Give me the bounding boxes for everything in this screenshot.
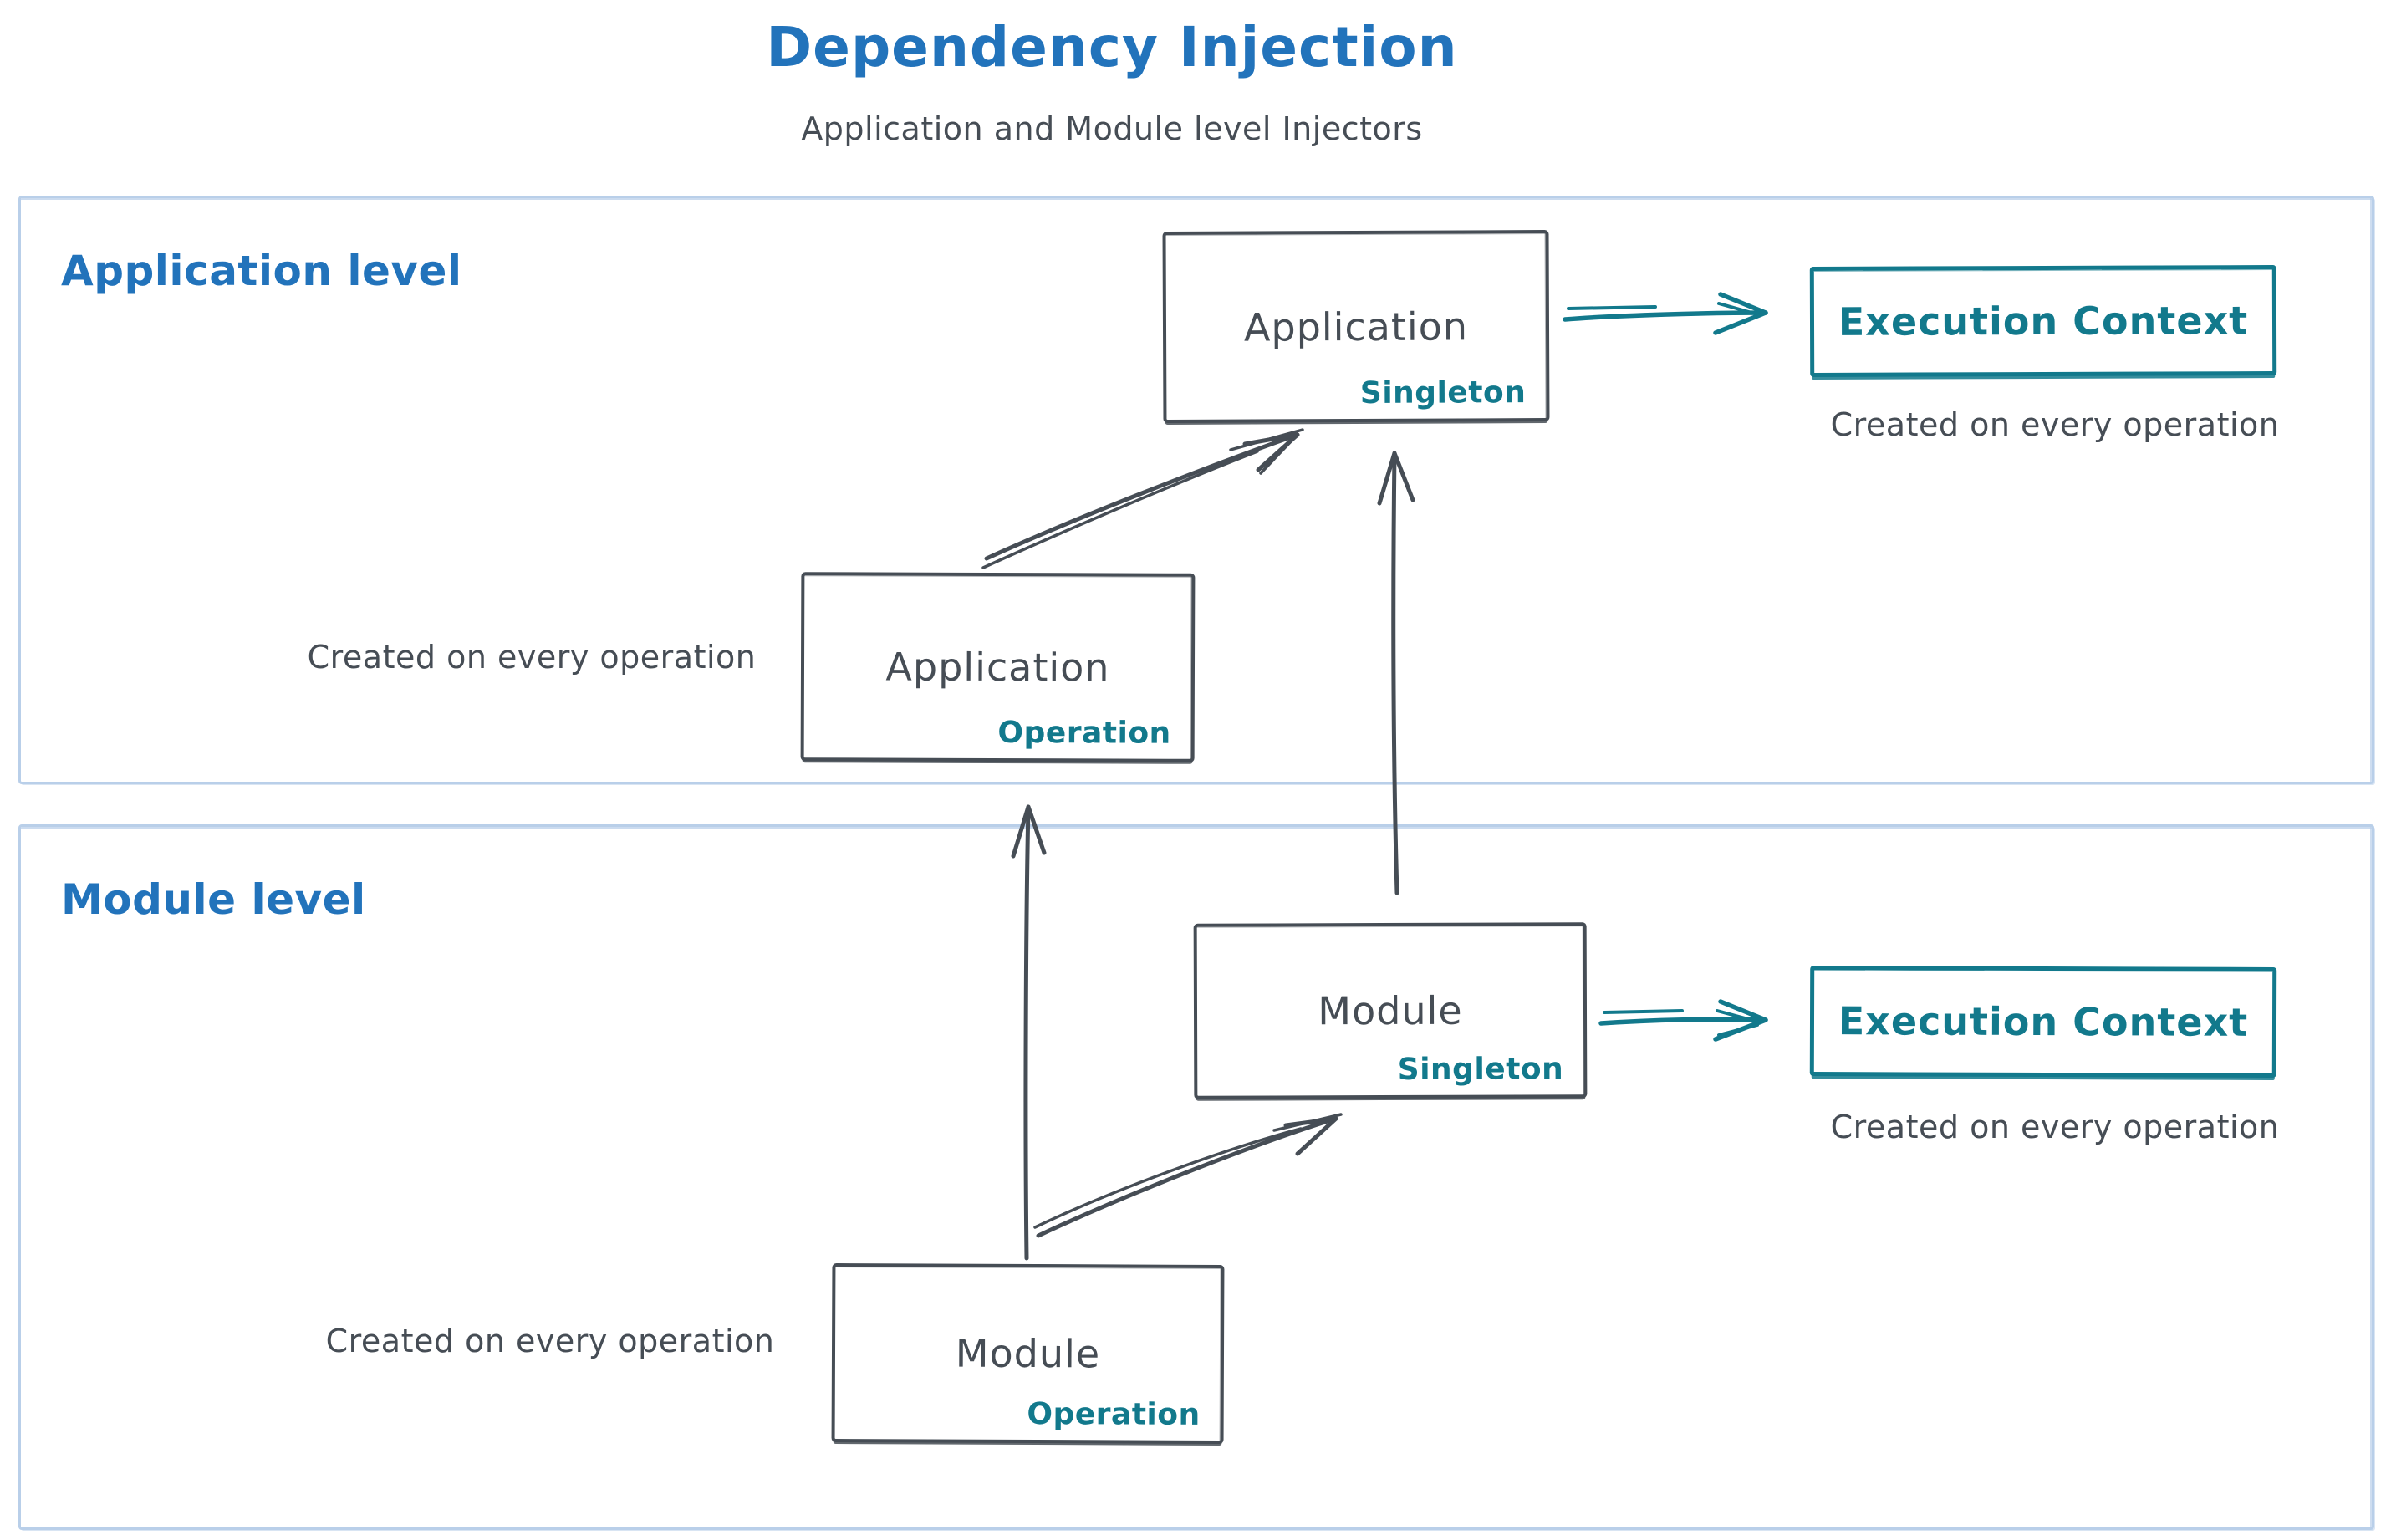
application-singleton-node: Application Singleton bbox=[1162, 229, 1550, 424]
module-level-frame: Module level bbox=[18, 824, 2374, 1530]
module-level-label: Module level bbox=[61, 875, 366, 924]
application-singleton-badge: Singleton bbox=[1359, 375, 1527, 410]
module-execution-context-label: Execution Context bbox=[1838, 998, 2249, 1045]
application-level-frame: Application level bbox=[18, 196, 2374, 784]
application-level-label: Application level bbox=[61, 247, 462, 295]
module-singleton-badge: Singleton bbox=[1397, 1052, 1564, 1087]
module-execution-context-caption: Created on every operation bbox=[1830, 1109, 2280, 1145]
diagram-subtitle: Application and Module level Injectors bbox=[801, 110, 1423, 147]
module-operation-badge: Operation bbox=[1027, 1396, 1201, 1432]
module-singleton-title: Module bbox=[1318, 987, 1463, 1034]
application-singleton-title: Application bbox=[1243, 303, 1469, 350]
application-execution-context-node: Execution Context bbox=[1809, 265, 2277, 377]
application-execution-context-label: Execution Context bbox=[1838, 298, 2249, 344]
application-operation-badge: Operation bbox=[997, 716, 1171, 751]
application-operation-caption: Created on every operation bbox=[307, 639, 757, 676]
application-operation-node: Application Operation bbox=[800, 572, 1196, 762]
module-singleton-node: Module Singleton bbox=[1193, 922, 1588, 1099]
module-execution-context-node: Execution Context bbox=[1809, 966, 2277, 1078]
module-operation-title: Module bbox=[955, 1330, 1101, 1377]
module-operation-node: Module Operation bbox=[831, 1262, 1225, 1445]
application-operation-title: Application bbox=[885, 644, 1110, 691]
module-operation-caption: Created on every operation bbox=[325, 1323, 775, 1359]
application-execution-context-caption: Created on every operation bbox=[1830, 406, 2280, 443]
diagram-title: Dependency Injection bbox=[766, 15, 1458, 79]
